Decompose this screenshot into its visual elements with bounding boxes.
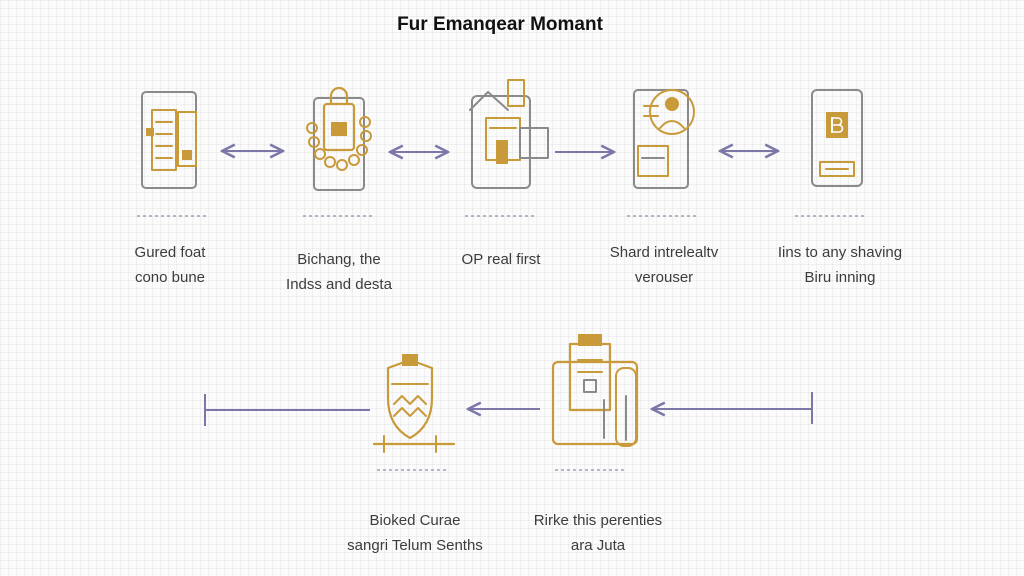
server-box-icon [551, 334, 639, 447]
step-label-1: Gured foat cono bune [100, 240, 240, 290]
diagram-title: Fur Emanqear Momant [397, 14, 603, 35]
step-label-6-line-1: Rirke this perenties [533, 512, 663, 529]
step-label-2-line-2: Indss and desta [286, 276, 392, 293]
step-label-6: Rirke this perenties ara Juta [518, 508, 678, 558]
step-label-1-line-2: cono bune [134, 269, 206, 286]
connector-arrow-start-6 [652, 392, 813, 424]
step-label-7: Bioked Curae sangri Telum Senths [330, 508, 500, 558]
step-label-5: Iins to any shaving Biru inning [760, 240, 920, 290]
step-label-3-line-1: OP real first [461, 251, 541, 268]
step-label-2-line-1: Bichang, the [297, 251, 381, 268]
step-label-4-line-2: verouser [634, 269, 694, 286]
shield-handshake-icon [372, 354, 456, 453]
step-label-7-line-1: Bioked Curae [369, 512, 461, 529]
step-label-6-line-2: ara Juta [570, 537, 626, 554]
bitcoin-phone-icon [811, 89, 863, 187]
step-label-3: OP real first [428, 247, 574, 272]
step-label-1-line-1: Gured foat [134, 244, 206, 261]
step-label-5-line-1: Iins to any shaving [777, 244, 903, 261]
step-label-4-line-1: Shard intrelealtv [609, 244, 719, 261]
step-label-7-line-2: sangri Telum Senths [347, 537, 483, 554]
step-label-2: Bichang, the Indss and desta [266, 247, 412, 297]
connector-arrow-7-end [204, 394, 370, 426]
document-stack-icon [141, 91, 197, 189]
house-device-icon [469, 79, 549, 189]
step-label-5-line-2: Biru inning [804, 269, 876, 286]
padlock-chain-icon [306, 86, 372, 191]
shared-user-device-icon [633, 89, 695, 189]
step-label-4: Shard intrelealtv verouser [586, 240, 742, 290]
